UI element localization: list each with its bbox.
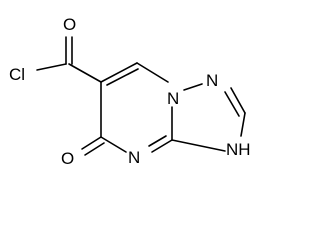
bond-c8a-n4-b <box>148 135 167 147</box>
atom-label-bridgehead-nitrogen: N <box>167 89 179 108</box>
bond-ketone-b <box>84 142 105 156</box>
bond-n1-n2 <box>183 83 203 91</box>
bond-carbonyl-ring <box>68 63 102 83</box>
atom-label-nh: NH <box>226 140 251 159</box>
bond-ketone-a <box>81 136 102 150</box>
atom-label-triazole-nitrogen: N <box>206 71 218 90</box>
atom-label-ketone-oxygen: O <box>61 149 74 168</box>
molecule-structure: Cl O O N N N NH <box>9 15 251 168</box>
bond-c3-nh <box>240 112 246 137</box>
bond-c7-n8 <box>136 62 169 83</box>
bond-n4-c5 <box>100 136 127 153</box>
atom-label-carbonyl-oxygen: O <box>63 15 76 34</box>
bond-c6-c7-a <box>100 62 138 83</box>
atom-label-pyrimidine-nitrogen: N <box>128 148 140 167</box>
bond-n2-c3-a <box>230 87 246 114</box>
bond-nh-c8a <box>171 139 226 152</box>
bond-n2-c3-b <box>224 91 240 117</box>
atom-label-chlorine: Cl <box>9 65 25 84</box>
bond-c6-c7-b <box>106 68 139 86</box>
bond-cl-carbonyl <box>36 63 67 71</box>
bond-c8a-n4-a <box>151 139 173 153</box>
